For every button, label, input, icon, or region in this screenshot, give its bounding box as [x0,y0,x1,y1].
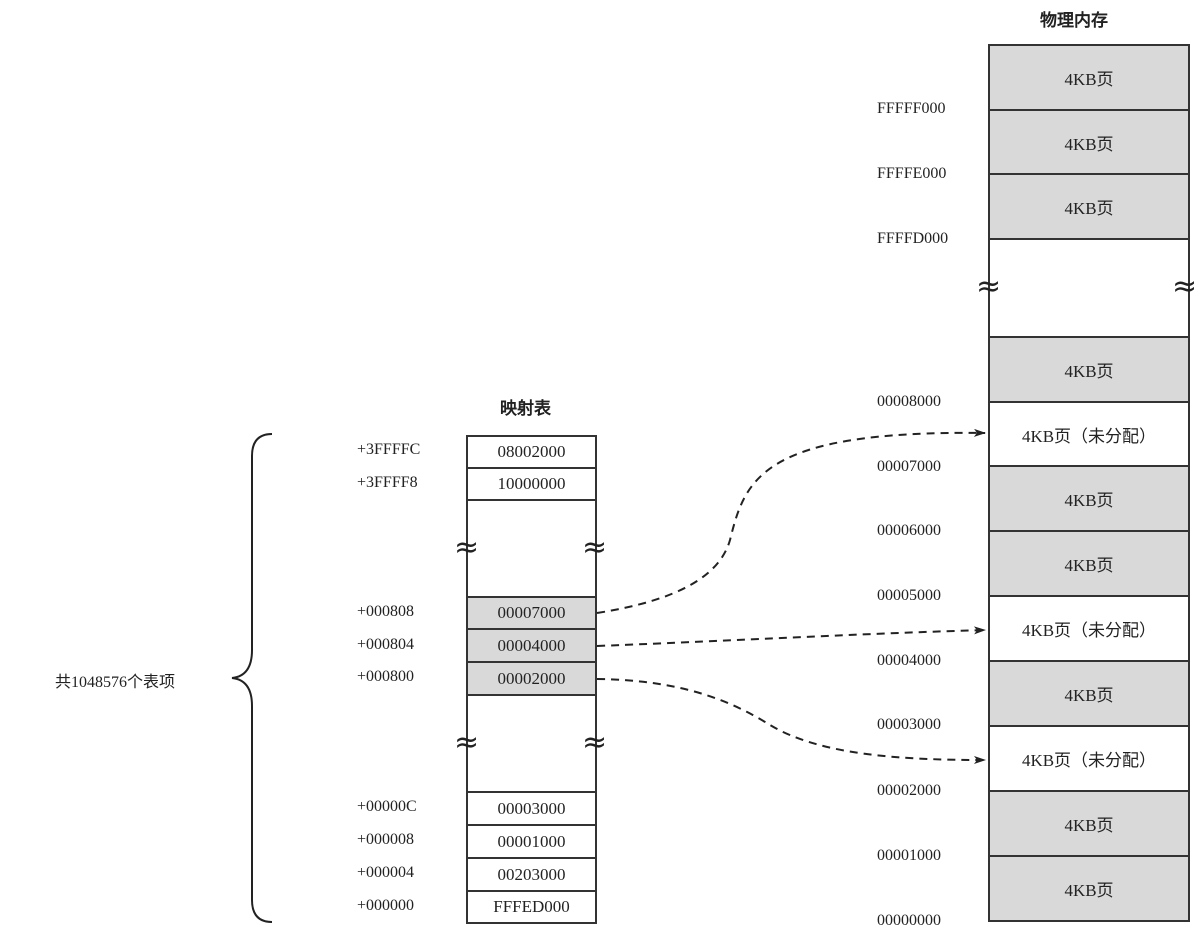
table-entry: FFFED000 [466,890,597,924]
mapping-arrow [596,678,986,764]
memory-address: 00001000 [877,847,941,864]
break-mark-icon: ≈ [582,725,608,760]
memory-address: 00005000 [877,587,941,604]
table-offset: +000808 [357,603,415,620]
physical-memory-title: 物理内存 [1040,11,1108,31]
brace-icon [231,433,273,923]
table-entry: 00203000 [466,857,597,892]
table-entry-mapped: 00002000 [466,661,597,696]
memory-address: 00002000 [877,782,941,799]
table-offset: +00000C [357,798,417,815]
table-entry: 08002000 [466,435,597,469]
break-mark-icon: ≈ [976,269,1002,304]
break-mark-icon: ≈ [454,530,480,565]
table-entry: 00001000 [466,824,597,859]
memory-address: 00007000 [877,458,941,475]
mapping-arrow [596,626,986,647]
memory-gap-left-edge [988,238,990,338]
break-mark-icon: ≈ [1172,269,1198,304]
memory-page: 4KB页 [988,855,1190,922]
memory-page: 4KB页 [988,530,1190,597]
memory-page-unallocated: 4KB页（未分配） [988,401,1190,467]
memory-address: FFFFE000 [877,165,947,182]
table-offset: +3FFFF8 [357,474,418,491]
memory-address: 00006000 [877,522,941,539]
break-mark-icon: ≈ [454,725,480,760]
memory-address: FFFFD000 [877,230,949,247]
table-offset: +000000 [357,897,415,914]
memory-address: 00003000 [877,716,941,733]
table-gap-left-edge [466,499,468,598]
mapping-arrow [596,428,986,614]
brace-label: 共1048576个表项 [55,674,176,691]
memory-address: 00004000 [877,652,941,669]
break-mark-icon: ≈ [582,530,608,565]
table-gap-right-edge [595,499,597,598]
table-offset: +000008 [357,831,415,848]
table-entry: 10000000 [466,467,597,501]
memory-address: 00000000 [877,912,941,929]
table-offset: +000800 [357,668,415,685]
mapping-table-title: 映射表 [500,399,551,419]
table-entry: 00003000 [466,791,597,826]
memory-page: 4KB页 [988,173,1190,240]
table-offset: +000804 [357,636,415,653]
memory-page-unallocated: 4KB页（未分配） [988,725,1190,792]
table-entry-mapped: 00007000 [466,596,597,630]
memory-page: 4KB页 [988,109,1190,175]
memory-page-unallocated: 4KB页（未分配） [988,595,1190,662]
table-gap-right-edge [595,694,597,793]
memory-page: 4KB页 [988,465,1190,532]
memory-address: FFFFF000 [877,100,946,117]
memory-gap-right-edge [1188,238,1190,338]
table-entry-mapped: 00004000 [466,628,597,663]
table-offset: +3FFFFC [357,441,421,458]
table-offset: +000004 [357,864,415,881]
memory-address: 00008000 [877,393,941,410]
table-gap-left-edge [466,694,468,793]
